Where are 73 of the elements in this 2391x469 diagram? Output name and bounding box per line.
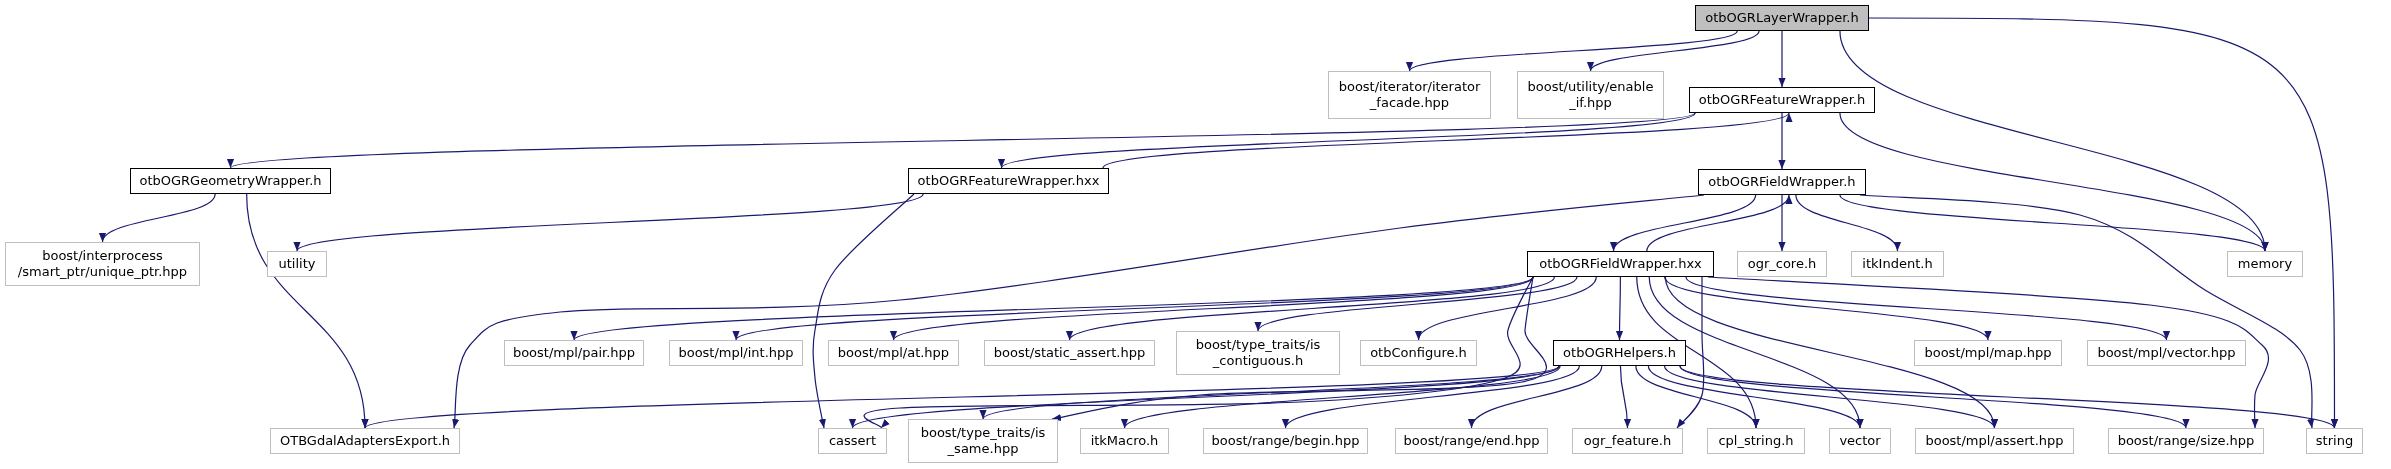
file-box: boost/mpl/assert.hpp [1915, 428, 2074, 454]
arrow [1470, 365, 1603, 429]
file-box: otbOGRFieldWrapper.h [1698, 169, 1866, 195]
file-box: otbOGRGeometryWrapper.h [130, 168, 331, 194]
arrow [1635, 365, 1757, 429]
arrow [1679, 365, 2336, 429]
file-box: boost/static_assert.hpp [984, 340, 1155, 366]
file-box: otbOGRFeatureWrapper.h [1689, 87, 1875, 113]
file-box: vector [1829, 428, 1891, 454]
file-box: boost/iterator/iterator _facade.hpp [1328, 71, 1491, 119]
file-box: boost/type_traits/is _same.hpp [908, 419, 1058, 463]
file-box: boost/mpl/vector.hpp [2087, 340, 2246, 366]
arrow [1778, 112, 1786, 170]
file-box: cassert [818, 428, 887, 454]
arrow [1663, 365, 1996, 429]
arrow [1000, 112, 1696, 169]
file-box: boost/interprocess /smart_ptr/unique_ptr.hpp [5, 242, 200, 286]
arrow [1778, 194, 1786, 252]
file-box: boost/utility/enable _if.hpp [1517, 71, 1664, 119]
arrow [246, 193, 368, 429]
file-box: cpl_string.h [1707, 428, 1805, 454]
arrow [1284, 365, 1580, 429]
file-box: ogr_feature.h [1572, 428, 1683, 454]
file-box: OTBGdalAdaptersExport.h [270, 428, 460, 454]
file-box: itkMacro.h [1080, 428, 1169, 454]
arrow [1839, 112, 2266, 252]
arrow [863, 276, 1534, 429]
file-box: boost/type_traits/is _contiguous.h [1176, 331, 1340, 375]
file-box: boost/mpl/pair.hpp [504, 340, 644, 366]
arrow [101, 193, 216, 243]
arrow [812, 193, 915, 429]
arrow [1648, 276, 1862, 429]
file-box: boost/mpl/at.hpp [828, 340, 959, 366]
arrow [982, 365, 1560, 420]
file-box: boost/range/begin.hpp [1203, 428, 1368, 454]
arrow [1589, 30, 1760, 72]
arrow [1664, 276, 1989, 341]
file-box: ogr_core.h [1737, 251, 1827, 277]
file-box: otbOGRFeatureWrapper.hxx [908, 168, 1109, 194]
arrow [573, 276, 1534, 341]
arrow [1102, 112, 1790, 169]
arrow [229, 112, 1696, 170]
arrow [1257, 276, 1578, 332]
arrow [1051, 276, 1548, 421]
file-box: memory [2227, 251, 2303, 277]
arrow [1612, 194, 1757, 252]
file-box: boost/mpl/int.hpp [669, 340, 803, 366]
arrow [1646, 194, 1790, 252]
arrow [1795, 194, 1899, 252]
file-box: otbOGRFieldWrapper.hxx [1527, 251, 1714, 277]
file-box: boost/range/size.hpp [2108, 428, 2264, 454]
arrow [296, 193, 924, 252]
file-box: string [2306, 428, 2363, 454]
file-box: otbOGRLayerWrapper.h [1695, 5, 1869, 31]
file-box: otbConfigure.h [1360, 340, 1477, 366]
file-box: otbOGRHelpers.h [1553, 340, 1686, 366]
file-box: itkIndent.h [1851, 251, 1944, 277]
file-box: boost/mpl/map.hpp [1914, 340, 2062, 366]
arrow [364, 365, 1560, 429]
arrow [1676, 276, 1705, 429]
arrow [735, 276, 1534, 341]
arrow [1778, 30, 1786, 88]
file-box: utility [267, 251, 327, 277]
arrow [1417, 276, 1597, 341]
file-box: boost/range/end.hpp [1395, 428, 1548, 454]
arrow [1685, 276, 2168, 341]
arrow [1619, 365, 1631, 429]
arrow [1408, 30, 1738, 72]
arrow [1068, 276, 1555, 341]
arrow [1839, 194, 2266, 252]
arrow [1123, 365, 1561, 429]
arrow [1647, 365, 1861, 429]
arrow [1615, 276, 1624, 341]
